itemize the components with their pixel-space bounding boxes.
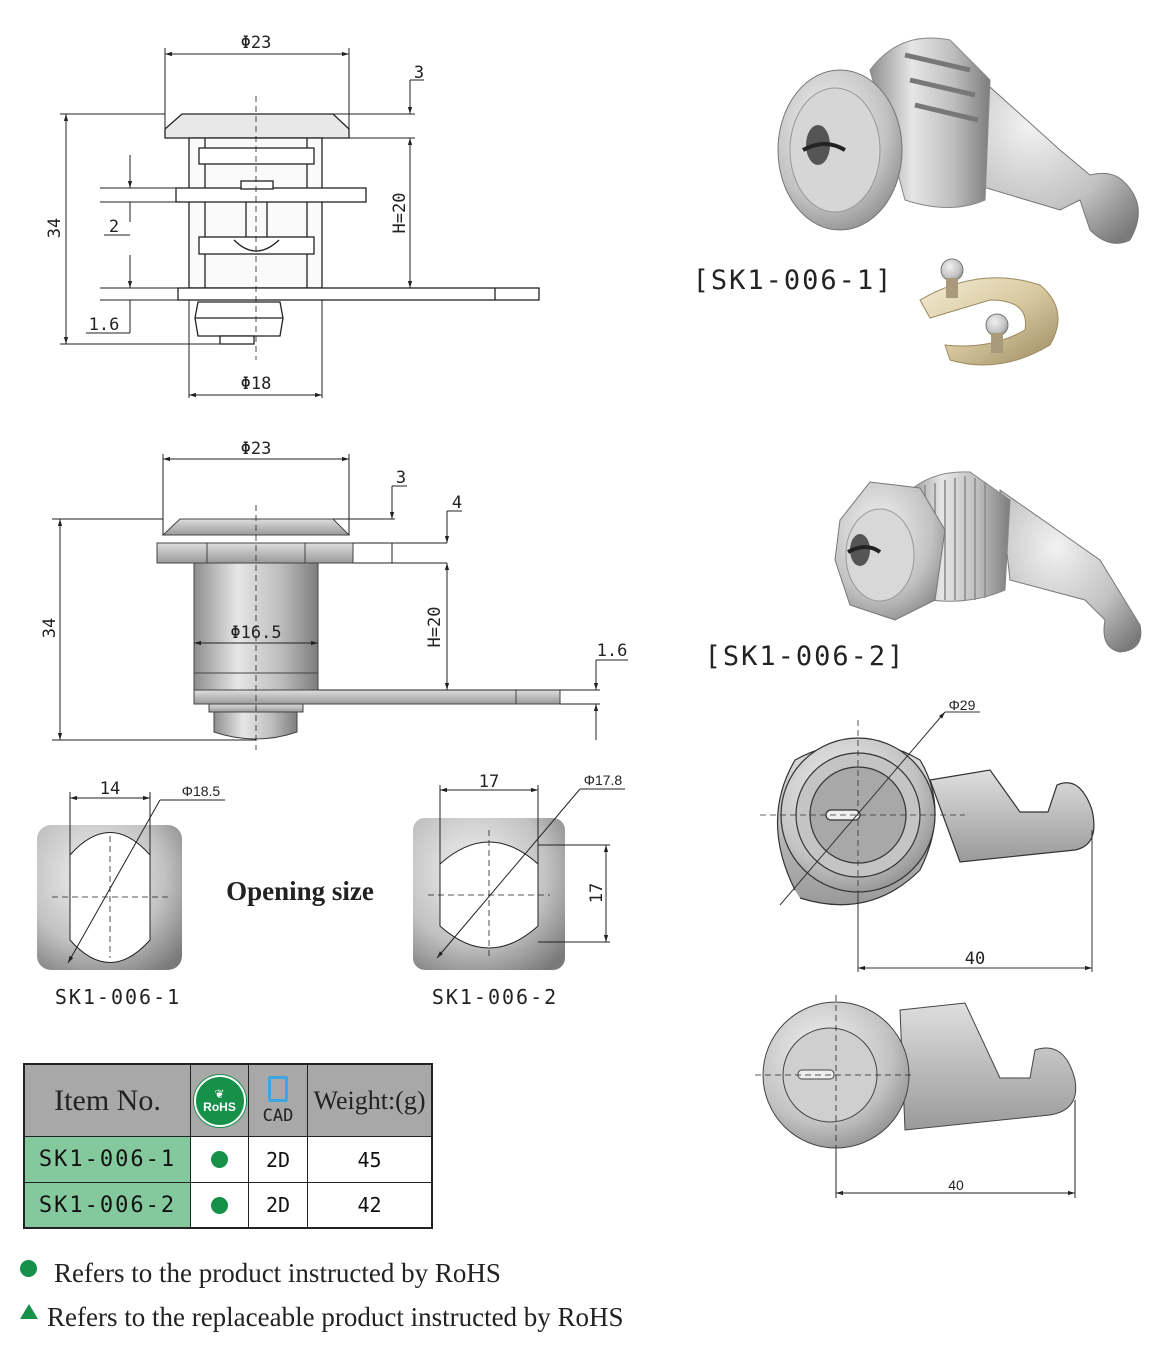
front1-length: 40 <box>965 949 985 969</box>
dim-plate-1: 1.6 <box>89 315 120 335</box>
opening2-width: 17 <box>479 772 499 792</box>
row2-cad: 2D <box>265 1193 291 1217</box>
header-item-no: Item No. <box>25 1065 191 1137</box>
photo1-label: [SK1-006-1] <box>693 265 894 296</box>
row1-cad: 2D <box>265 1147 291 1172</box>
header-weight: Weight:(g) <box>308 1065 431 1137</box>
front-view-1 <box>760 711 1095 972</box>
rohs-dot-icon <box>211 1196 228 1214</box>
dim-bottom-diameter-1: Φ18 <box>241 374 272 394</box>
dim-h-2: H=20 <box>425 607 445 648</box>
table-row-2-rohs <box>191 1183 249 1227</box>
front1-diameter: Φ29 <box>949 697 976 713</box>
spec-table: Item No. ❦ RoHS CAD Weight:(g) SK1-006-1… <box>23 1063 433 1229</box>
table-row-1-rohs <box>191 1137 249 1183</box>
opening-size-title: Opening size <box>226 876 374 906</box>
dim-overall-height-2: 34 <box>40 618 60 638</box>
opening2-name: SK1-006-2 <box>432 985 558 1009</box>
table-row-1-weight: 45 <box>308 1137 431 1183</box>
dim-gap-1: 2 <box>109 217 119 237</box>
dim-flange-2: 4 <box>452 493 462 513</box>
dim-top-diameter-2: Φ23 <box>241 439 272 459</box>
table-row-1-cad: 2D <box>249 1137 308 1183</box>
opening1-name: SK1-006-1 <box>55 985 181 1009</box>
header-weight-text: Weight:(g) <box>313 1085 426 1115</box>
opening1-width: 14 <box>100 779 120 799</box>
opening2-height: 17 <box>587 883 607 903</box>
mounting-clip-photo <box>919 258 1059 366</box>
opening2-diameter: Φ17.8 <box>584 772 623 788</box>
photo2-label: [SK1-006-2] <box>705 641 906 672</box>
leaf-icon: ❦ <box>214 1086 225 1101</box>
dim-top-diameter-1: Φ23 <box>241 33 272 53</box>
dim-plate-2: 1.6 <box>597 641 628 661</box>
table-row-1-item: SK1-006-1 <box>25 1137 191 1183</box>
side-view-drawing-1 <box>164 96 540 360</box>
header-item-no-text: Item No. <box>54 1083 161 1117</box>
product-photo-sk1-006-2 <box>834 471 1142 653</box>
opening1-diameter: Φ18.5 <box>182 783 221 799</box>
technical-drawing-sheet: Φ23 3 34 2 H=20 1.6 Φ18 <box>37 33 1142 1009</box>
opening-size-1 <box>37 792 225 970</box>
rohs-badge-text: RoHS <box>203 1099 236 1114</box>
header-cad-text: CAD <box>262 1105 294 1126</box>
dimensions-drawing-1 <box>60 48 424 398</box>
opening-size-2 <box>413 785 625 970</box>
dim-cap-thickness-2: 3 <box>396 468 406 488</box>
row2-weight: 42 <box>357 1193 382 1217</box>
rohs-badge-icon: ❦ RoHS <box>193 1074 246 1127</box>
header-cad: CAD <box>249 1065 308 1137</box>
dim-overall-height-1: 34 <box>45 218 65 238</box>
product-photo-sk1-006-1 <box>777 37 1139 244</box>
table-row-2-item: SK1-006-2 <box>25 1183 191 1227</box>
green-dot-icon <box>20 1260 37 1277</box>
legend-replaceable-text: Refers to the replaceable product instru… <box>47 1302 624 1332</box>
table-row-2-weight: 42 <box>308 1183 431 1227</box>
dim-cap-thickness-1: 3 <box>414 63 424 83</box>
legend-rohs: Refers to the product instructed by RoHS <box>20 1258 501 1289</box>
table-row-2-cad: 2D <box>249 1183 308 1227</box>
front2-length: 40 <box>948 1177 964 1193</box>
legend-replaceable: Refers to the replaceable product instru… <box>20 1302 624 1333</box>
row1-item: SK1-006-1 <box>38 1147 177 1172</box>
dim-body-diameter-2: Φ16.5 <box>230 623 281 643</box>
legend-rohs-text: Refers to the product instructed by RoHS <box>54 1258 501 1288</box>
rohs-dot-icon <box>211 1151 228 1168</box>
row2-item: SK1-006-2 <box>38 1192 177 1218</box>
cad-file-icon <box>268 1075 288 1102</box>
header-rohs: ❦ RoHS <box>191 1065 249 1137</box>
green-triangle-icon <box>20 1304 38 1319</box>
dimensions-drawing-2 <box>52 454 628 741</box>
side-view-drawing-2 <box>156 505 561 750</box>
row1-weight: 45 <box>357 1147 382 1172</box>
dim-h-1: H=20 <box>390 193 410 234</box>
